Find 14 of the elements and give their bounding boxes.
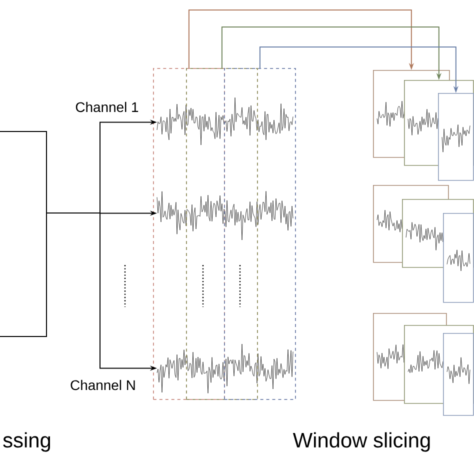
dashed-window — [153, 68, 225, 400]
signal-waveform — [156, 190, 294, 240]
channel-label: Channel 1 — [76, 102, 138, 112]
channel-label: Channel N — [70, 380, 135, 390]
dashed-window — [186, 68, 258, 400]
process-box — [0, 131, 47, 337]
signal-slice — [443, 333, 474, 416]
section-title: Window slicing — [292, 432, 430, 452]
signal-slice — [438, 93, 474, 181]
signal-waveform — [156, 97, 294, 146]
section-title: ssing — [3, 432, 50, 452]
signal-waveform — [156, 344, 294, 394]
dashed-window — [224, 68, 296, 400]
signal-slice — [443, 213, 474, 303]
